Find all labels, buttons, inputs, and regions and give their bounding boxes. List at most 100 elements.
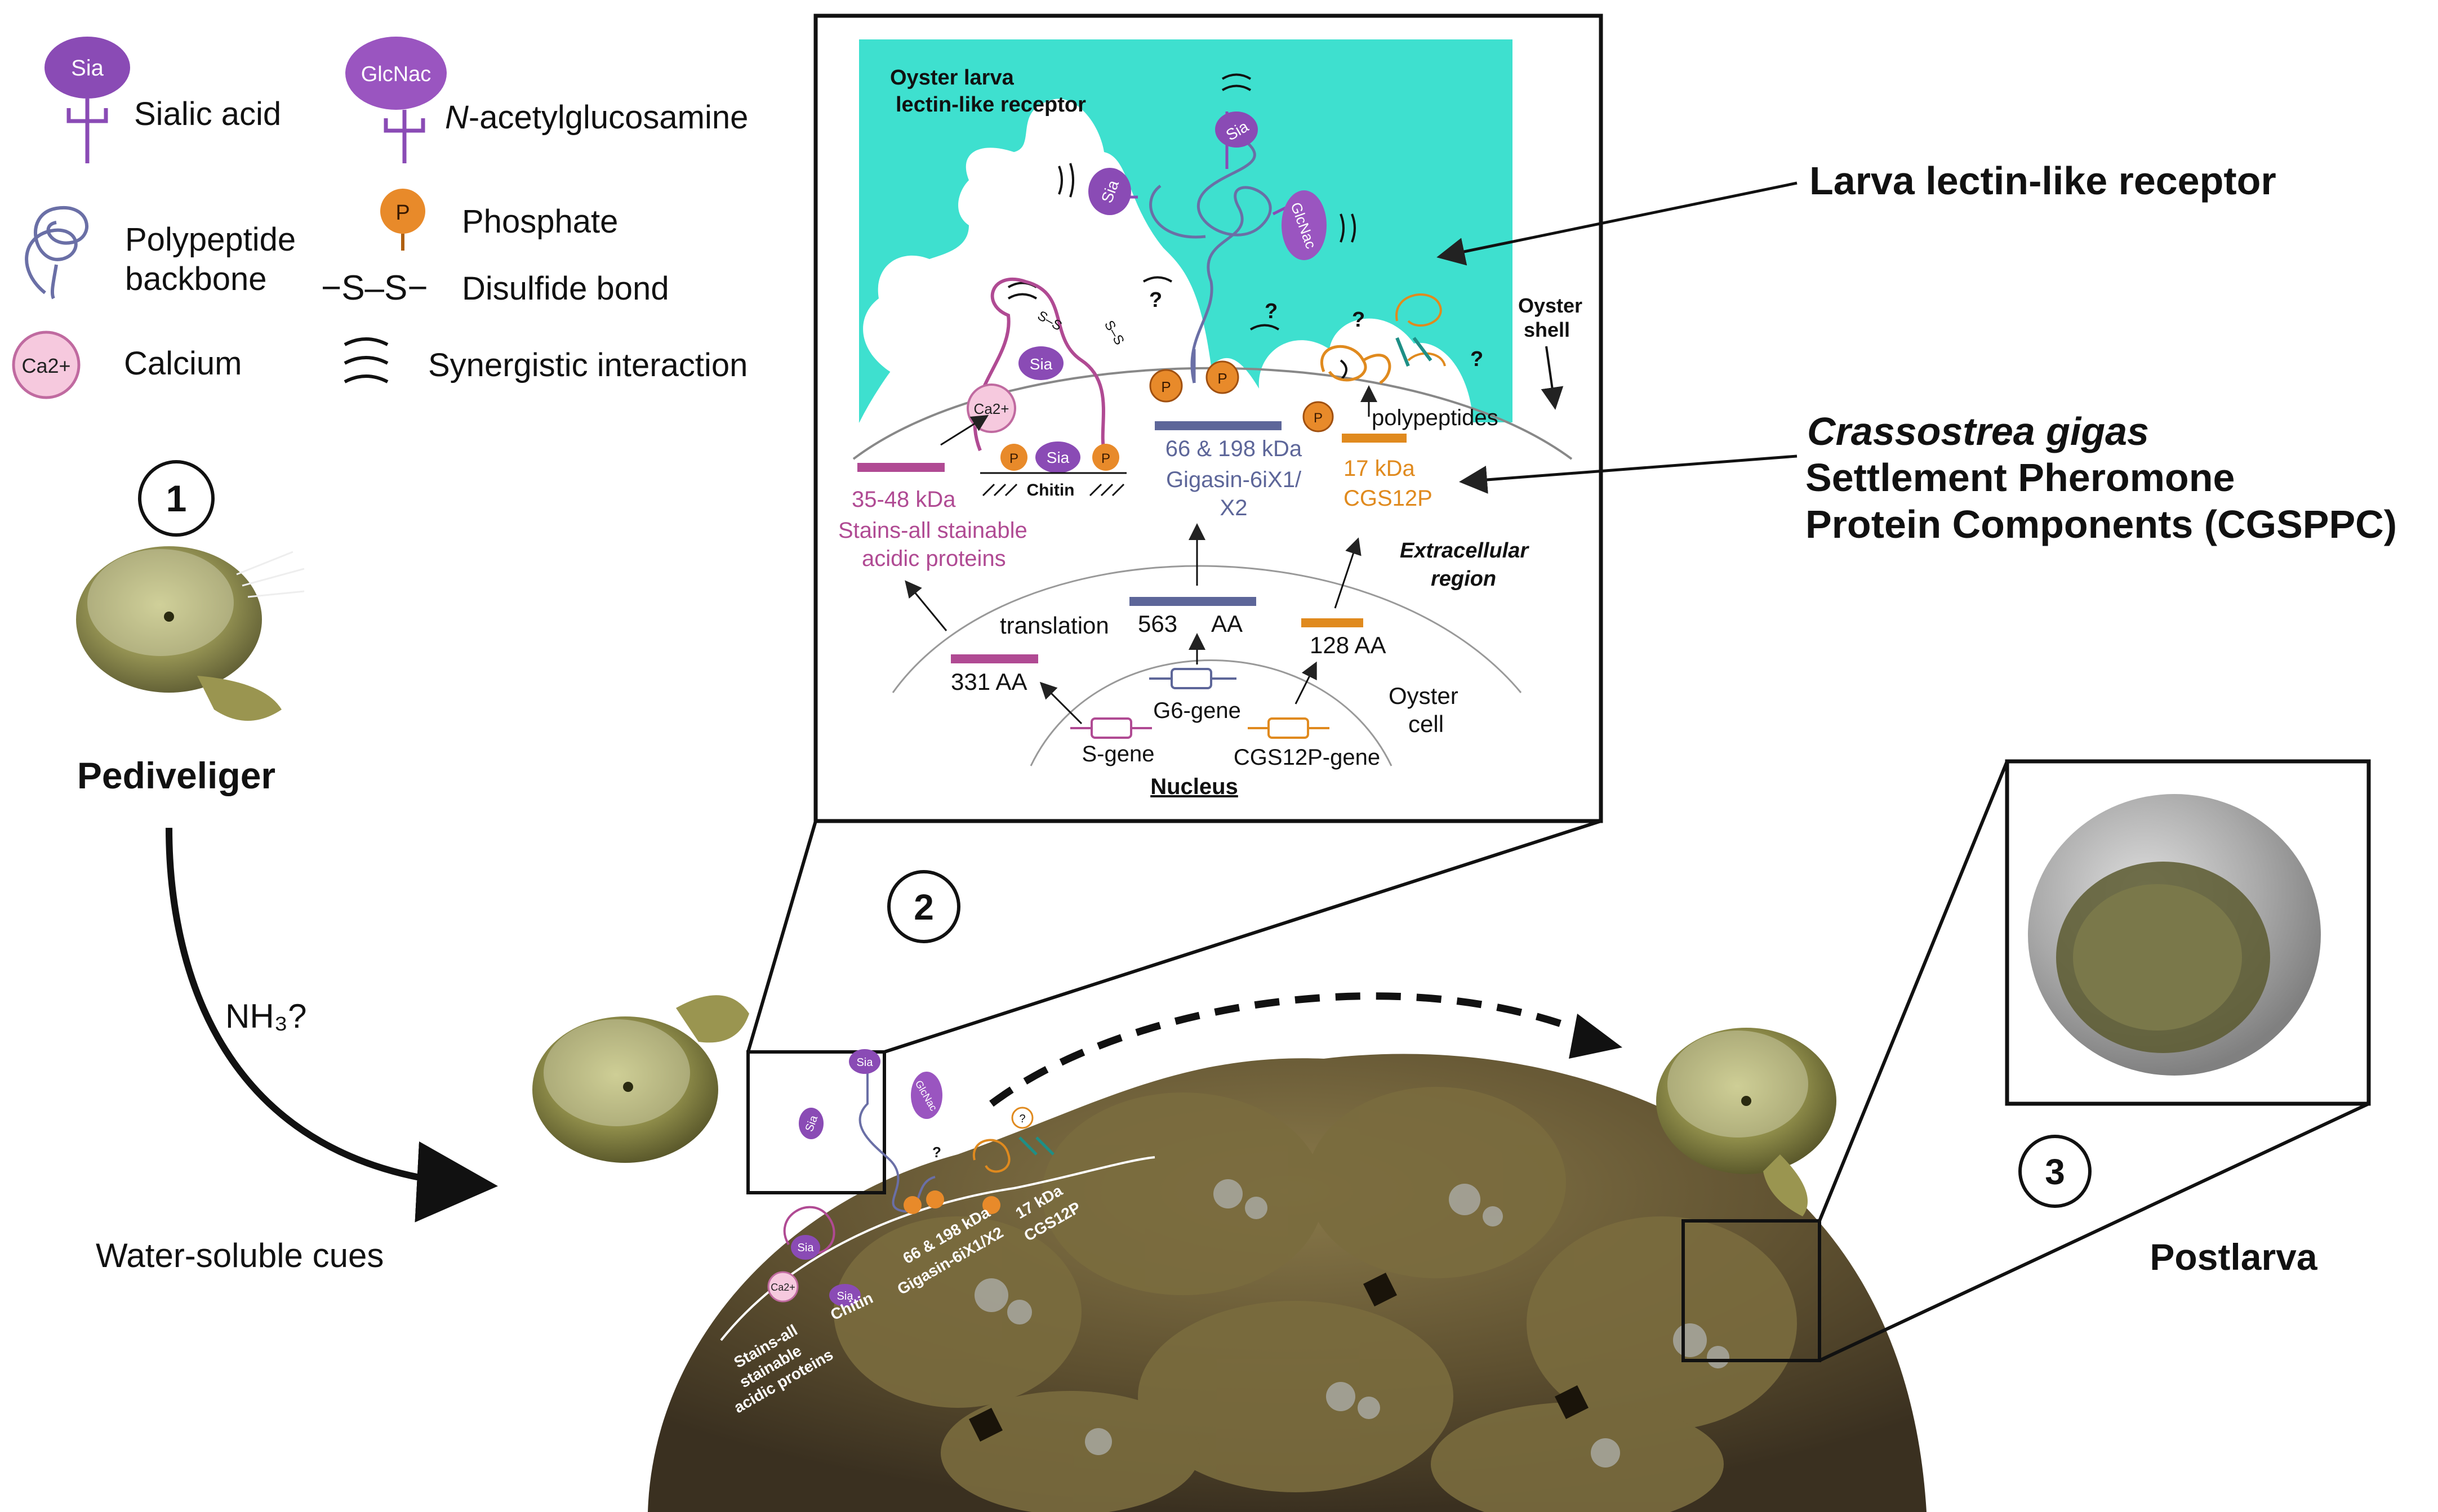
phosphate-right <box>1205 360 1239 394</box>
svg-text:?: ? <box>1019 1113 1025 1125</box>
cgs-gene-icon <box>1248 717 1329 739</box>
extracellular-label-line1: Extracellular <box>1400 539 1529 563</box>
settled-larva <box>1656 1028 1836 1216</box>
unknown-interactions: ? ? ? ? <box>1149 288 1483 371</box>
svg-text:?: ? <box>932 1144 941 1161</box>
pheromone-callout-arrow <box>1459 454 1798 494</box>
postlarva-image <box>2028 794 2321 1076</box>
disulfide-label: Disulfide bond <box>462 270 669 307</box>
stains-all-name-line2: acidic proteins <box>862 546 1006 571</box>
pheromone-callout-species: Crassostrea gigas <box>1807 409 2149 453</box>
postlarva-label: Postlarva <box>2150 1236 2317 1278</box>
receptor-callout-arrow <box>1436 181 1798 266</box>
phosphate-label: Phosphate <box>462 203 618 240</box>
pediveliger-larva-image <box>76 546 305 721</box>
svg-text:P: P <box>1101 451 1110 466</box>
stains-all-name-line1: Stains-all stainable <box>838 518 1027 543</box>
cue-arrow <box>166 827 498 1223</box>
nh3-label: NH₃? <box>225 997 306 1035</box>
synergy-marks <box>1007 73 1356 381</box>
legend: Sia Sialic acid GlcNac N-acetylglucosami… <box>12 37 748 399</box>
glcnac-glyph: GlcNac <box>361 63 431 86</box>
nucleus-arc <box>1030 659 1392 766</box>
sialic-acid-label: Sialic acid <box>134 96 281 132</box>
phosphate-icon <box>380 189 425 234</box>
chitin-label: Chitin <box>1027 481 1075 499</box>
stains-all-bar <box>857 463 945 472</box>
glcnac-label: N-acetylglucosamine <box>445 99 748 136</box>
g6-aa-unit: AA <box>1211 610 1243 637</box>
svg-text:?: ? <box>1470 347 1483 371</box>
polypeptide-icon <box>25 206 88 300</box>
oyster-cell-label-line1: Oyster <box>1389 683 1458 709</box>
g6-gene-icon <box>1149 668 1236 689</box>
s-gene-icon <box>1070 717 1152 739</box>
phosphate-cgs <box>1302 401 1334 432</box>
phosphate-left <box>1149 369 1183 403</box>
pheromone-callout-line3: Protein Components (CGSPPC) <box>1805 502 2397 546</box>
pediveliger-label: Pediveliger <box>77 755 275 796</box>
legend-synergy: Synergistic interaction <box>344 337 748 383</box>
stage-2-badge <box>887 870 960 943</box>
svg-text:Sia: Sia <box>837 1290 854 1303</box>
g6-aa-bar <box>1129 597 1256 606</box>
polypeptide-label-line1: Polypeptide <box>125 221 296 258</box>
sialic-acid-icon <box>45 37 130 99</box>
svg-text:?: ? <box>1265 300 1278 323</box>
legend-sialic-acid: Sia Sialic acid <box>45 37 281 163</box>
gene-tier: G6-gene S-gene CGS12P-gene Nucleus <box>1039 633 1380 799</box>
s-aa-label: 331 AA <box>951 668 1027 695</box>
stage-1: 1 Pediveliger <box>76 460 305 796</box>
zoom-source-box <box>746 1050 886 1194</box>
legend-disulfide: −S–S− Disulfide bond <box>321 269 669 307</box>
svg-text:Sia: Sia <box>1047 449 1070 466</box>
stage-3: 3 Postlarva <box>2018 1135 2318 1278</box>
cgs-aa-bar <box>1301 618 1363 627</box>
zoom-lines <box>746 819 1601 1054</box>
svg-text:P: P <box>1217 370 1227 387</box>
svg-text:Sia: Sia <box>1030 355 1053 373</box>
disulfide-glyph: −S–S− <box>321 269 428 307</box>
gigasin-glycoprotein: Sia Sia GlcNac P P <box>1088 111 1327 403</box>
sia-sugar-left <box>1088 168 1131 215</box>
sia-on-stains <box>1018 346 1064 380</box>
calcium-icon <box>12 331 81 399</box>
svg-text:Ca2+: Ca2+ <box>974 400 1009 417</box>
oyster-shell-label-line2: shell <box>1524 318 1570 341</box>
sia-sugar-top <box>1215 111 1258 148</box>
calcium-label: Calcium <box>124 345 242 382</box>
cgs12p-protein: P <box>1302 293 1446 432</box>
stage-3-number: 3 <box>2045 1152 2065 1192</box>
water-soluble-cues-label: Water-soluble cues <box>96 1237 384 1274</box>
svg-text:Ca2+: Ca2+ <box>771 1282 795 1293</box>
sia-on-chitin <box>1035 441 1080 473</box>
receptor-title-line2: lectin-like receptor <box>896 93 1086 117</box>
settlement-arrowhead <box>1569 1014 1622 1059</box>
cgs12p-name: CGS12P <box>1343 486 1432 511</box>
glcnac-icon <box>345 37 447 110</box>
translation-label: translation <box>1000 612 1109 639</box>
receptor-callout: Larva lectin-like receptor <box>1809 159 2276 203</box>
oyster-shell-label-line1: Oyster <box>1518 294 1582 317</box>
stage-3-badge <box>2018 1135 2092 1208</box>
legend-phosphate: P Phosphate <box>380 189 618 251</box>
nucleus-label: Nucleus <box>1150 774 1238 799</box>
stage-1-number: 1 <box>166 478 187 519</box>
postlarva-zoom-lines <box>1818 760 2370 1362</box>
translation-tier: translation 563 AA 128 AA 331 AA <box>905 523 1386 695</box>
cgs12p-size: 17 kDa <box>1343 456 1415 481</box>
g6-gene-label: G6-gene <box>1153 698 1241 723</box>
calcium-glyph: Ca2+ <box>21 354 70 377</box>
svg-text:Sia: Sia <box>798 1242 815 1254</box>
phosphate-glyph: P <box>395 201 410 225</box>
s-aa-bar <box>951 654 1038 663</box>
lectin-receptor-shape <box>859 39 1512 422</box>
pheromone-callout-line2: Settlement Pheromone <box>1805 456 2235 499</box>
stage-1-badge <box>138 460 215 537</box>
postlarva-source-box <box>1681 1219 1821 1362</box>
extracellular-label-line2: region <box>1431 567 1496 591</box>
legend-glcnac: GlcNac N-acetylglucosamine <box>345 37 748 163</box>
stage-2: 2 <box>887 870 960 943</box>
settling-larva <box>532 995 749 1163</box>
zoom-inset-panel: Oyster larva lectin-like receptor Sia Si… <box>813 14 1603 823</box>
